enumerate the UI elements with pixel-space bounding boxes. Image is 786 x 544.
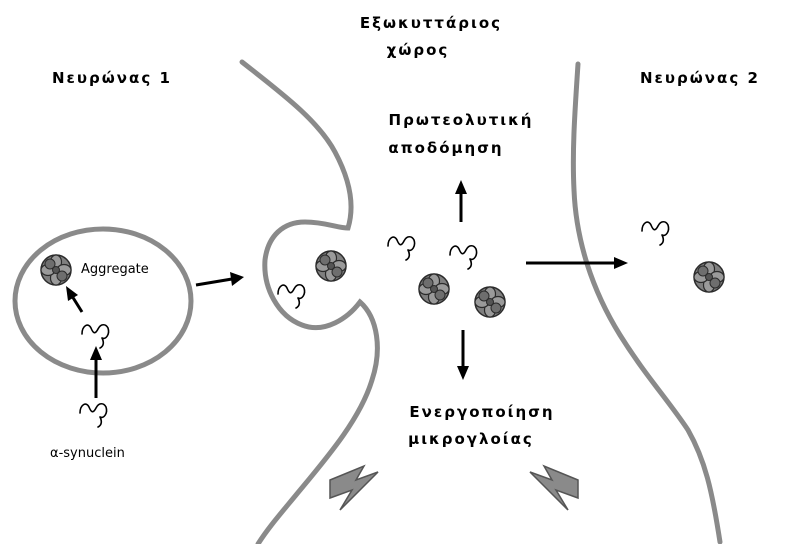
lightning-bolt-icon [330, 466, 378, 510]
microglia-label-line1: Ενεργοποίηση [409, 403, 554, 421]
aggregate-cluster-icon [41, 255, 71, 285]
lightning-bolt-icon [530, 466, 578, 510]
alpha-synuclein-squiggle-icon [450, 246, 477, 269]
aggregate-label: Aggregate [81, 262, 149, 277]
aggregate-cluster-icon [694, 262, 724, 292]
alpha-synuclein-label: α-synuclein [50, 446, 125, 461]
microglia-label-line2: μικρογλοίας [408, 430, 534, 448]
alpha-synuclein-squiggle-icon [388, 237, 415, 260]
neuron1-label: Νευρώνας 1 [52, 69, 172, 87]
arrow-to-aggregate [72, 296, 82, 312]
neuron2-label: Νευρώνας 2 [640, 69, 760, 87]
alpha-synuclein-squiggle-icon [278, 285, 305, 308]
alpha-synuclein-squiggle-icon [642, 222, 669, 245]
proteolysis-label-line1: Πρωτεολυτική [389, 111, 534, 129]
alpha-synuclein-squiggle-icon [82, 325, 109, 348]
aggregate-cluster-icon [419, 274, 449, 304]
proteolysis-label-line2: αποδόμηση [388, 139, 503, 157]
neuron1-soma [15, 229, 191, 373]
aggregate-cluster-icon [475, 287, 505, 317]
aggregate-cluster-icon [316, 251, 346, 281]
arrow-release [196, 279, 232, 285]
extracellular-label-line2: χώρος [387, 41, 450, 59]
alpha-synuclein-squiggle-icon [80, 404, 107, 427]
extracellular-label-line1: Εξωκυττάριος [360, 14, 502, 32]
neuron2-membrane [573, 64, 720, 542]
